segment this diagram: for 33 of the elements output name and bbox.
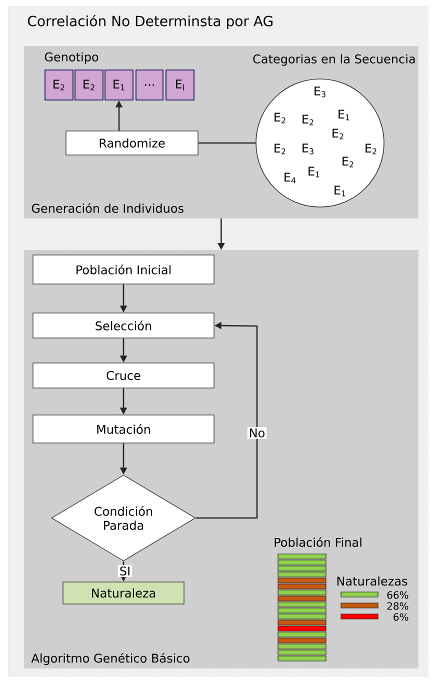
category-label: E$_{2}$ <box>274 144 286 154</box>
heading-label: Genotipo <box>44 52 98 64</box>
legend-label: 6% <box>394 613 408 621</box>
legend-label: 28% <box>387 602 408 610</box>
gene-cell: E$_{2}$ <box>44 70 74 100</box>
category-label: E$_{4}$ <box>284 172 296 184</box>
process-box: Naturaleza <box>62 582 184 604</box>
category-label: E$_{2}$ <box>342 156 354 168</box>
connector-line <box>198 142 256 144</box>
category-label: E$_{3}$ <box>314 86 326 98</box>
gene-cell: E$_{l}$ <box>166 70 194 100</box>
process-box: Randomize <box>66 130 198 156</box>
category-label: E$_{2}$ <box>302 114 314 126</box>
gene-cell: E$_{1}$ <box>104 70 134 100</box>
process-box: Mutación <box>32 414 214 444</box>
legend-label: 66% <box>387 591 408 599</box>
legend-heading: Naturalezas <box>337 576 408 586</box>
category-label: E$_{1}$ <box>338 110 350 120</box>
gene-cell: E$_{2}$ <box>74 70 104 100</box>
process-box: Población Inicial <box>32 254 214 284</box>
gene-cell: ... <box>136 70 164 100</box>
category-circle <box>256 78 384 208</box>
process-box: Selección <box>32 312 214 338</box>
category-label: E$_{2}$ <box>274 112 286 124</box>
category-label: E$_{1}$ <box>334 186 346 196</box>
chart-heading: Población Final <box>274 537 362 547</box>
category-label: E$_{3}$ <box>302 144 314 154</box>
process-box: Cruce <box>32 362 214 388</box>
category-label: E$_{1}$ <box>308 166 320 178</box>
edge-label: No <box>247 427 267 439</box>
category-label: E$_{2}$ <box>332 128 344 140</box>
circle-heading: Categorias en la Secuencia <box>253 54 415 66</box>
category-label: E$_{2}$ <box>366 144 376 154</box>
